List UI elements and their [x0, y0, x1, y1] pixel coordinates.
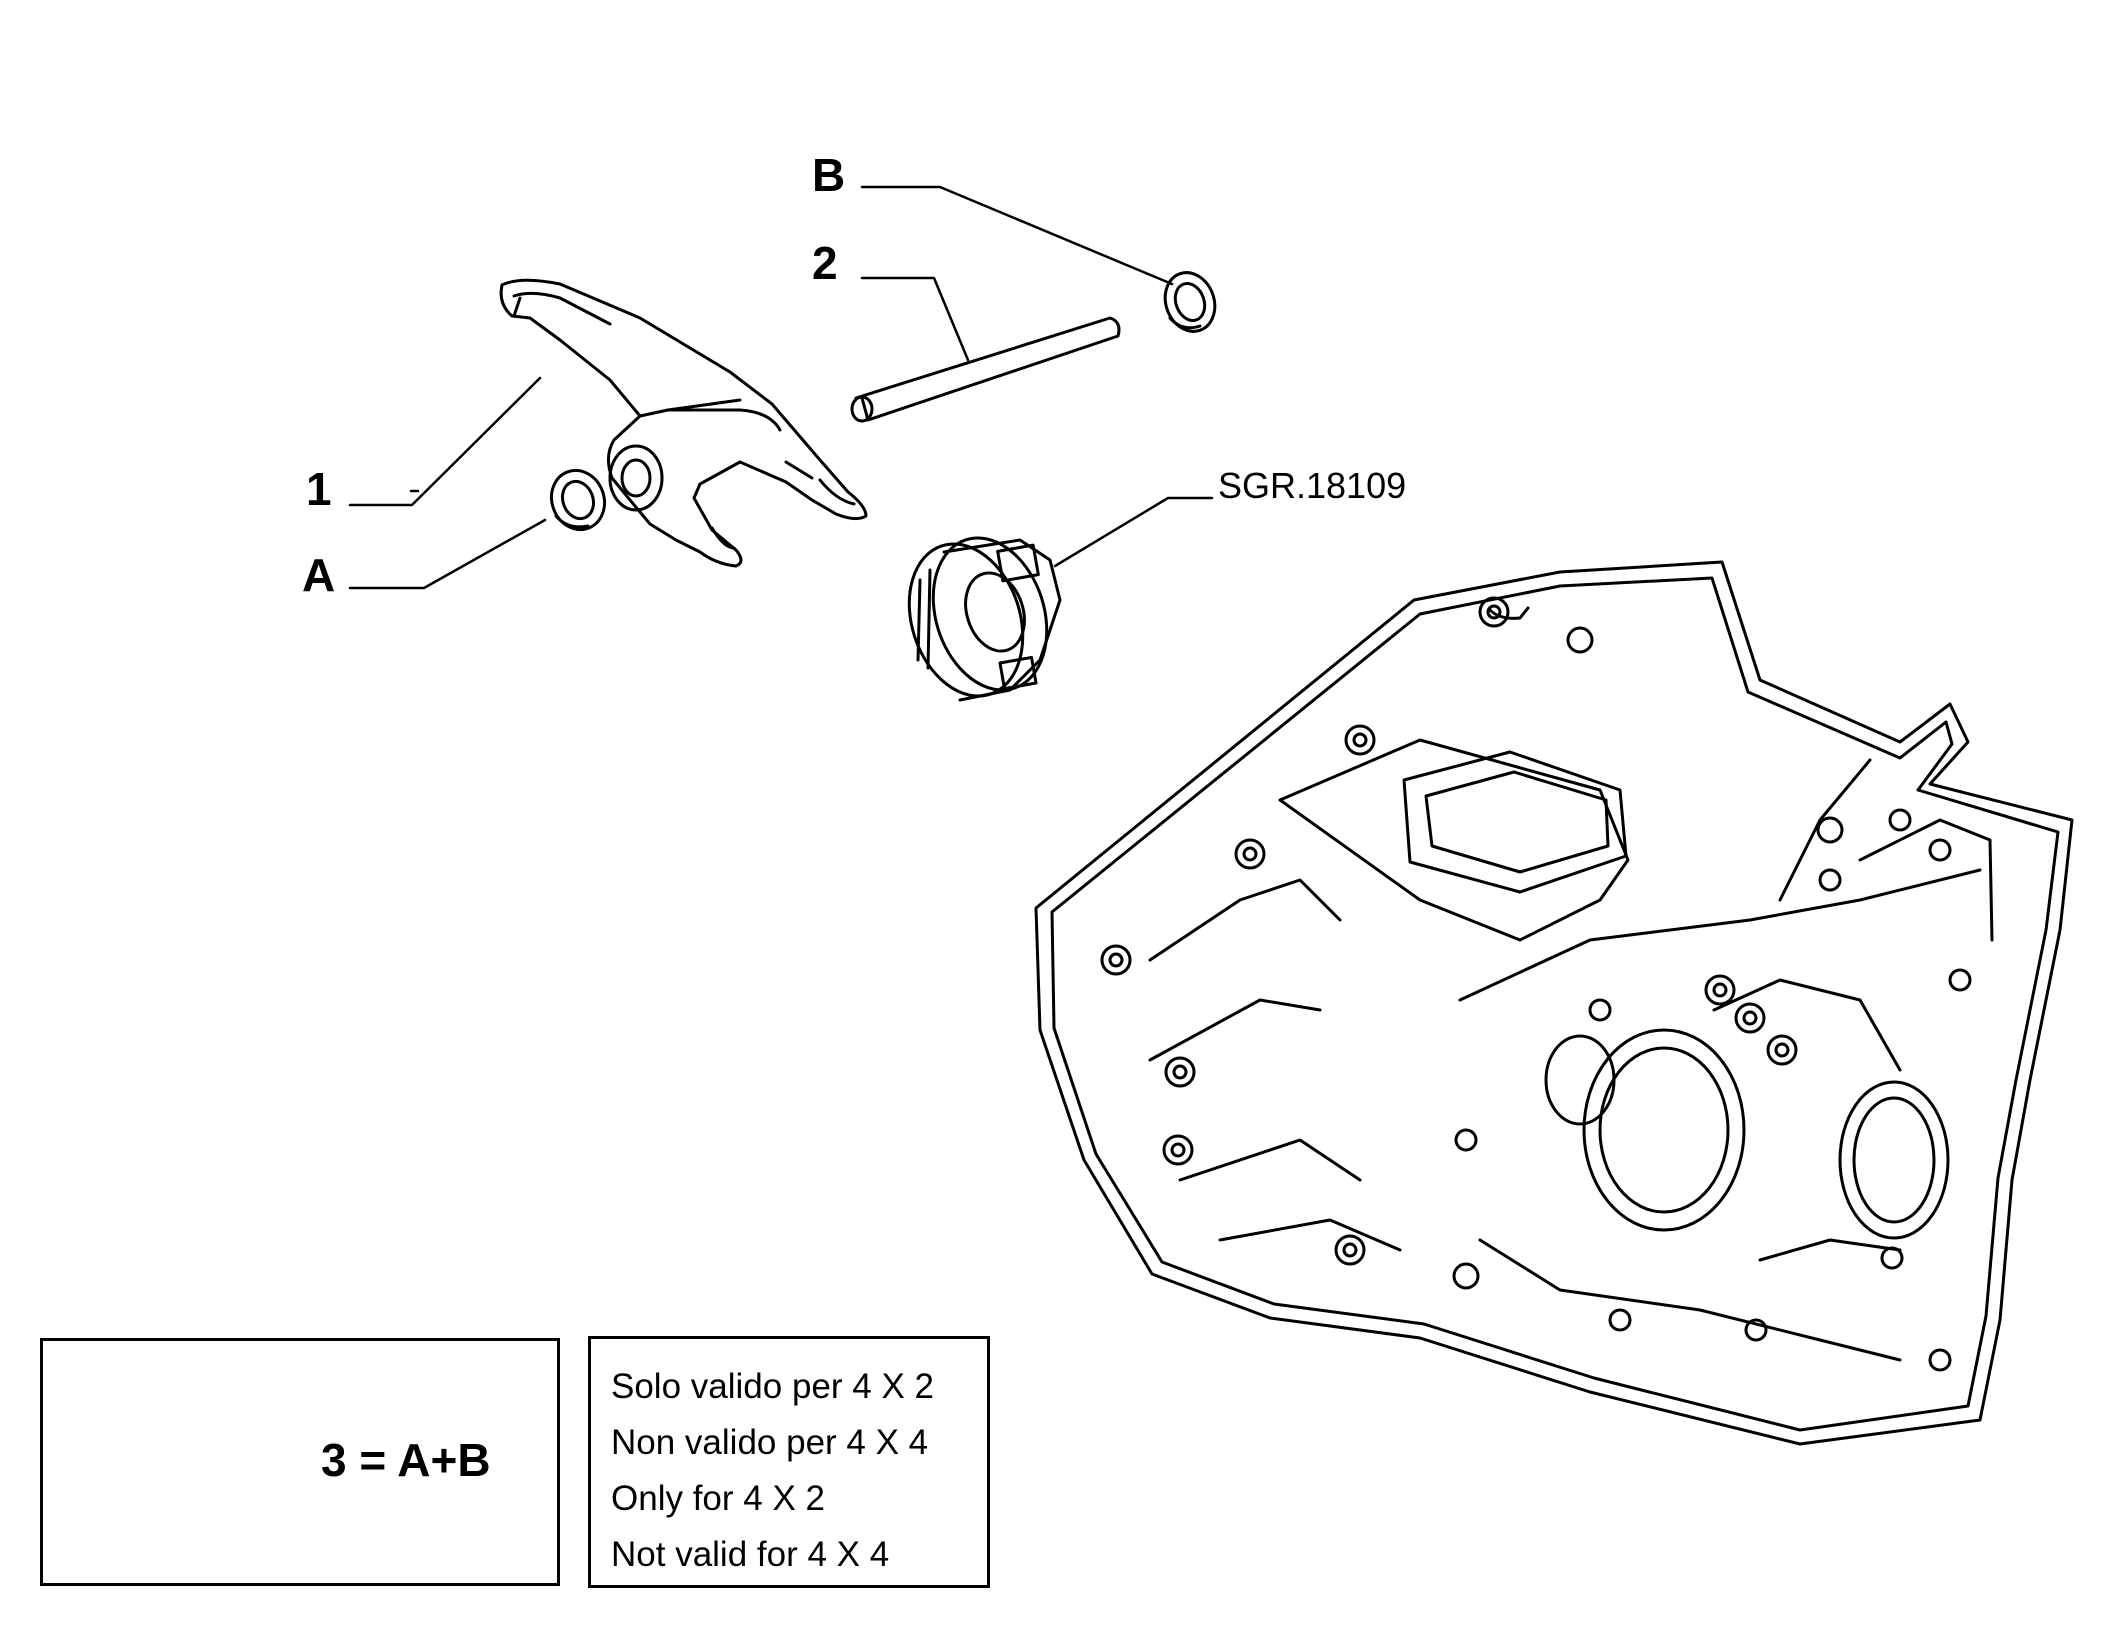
kit-box: 3 = A+B	[40, 1338, 560, 1586]
callout-2: 2	[812, 237, 838, 289]
leader-line-2	[860, 276, 970, 362]
note-line: Only for 4 X 2	[611, 1479, 825, 1518]
leader-lines	[348, 185, 1214, 590]
leader-line-sgr	[1053, 496, 1214, 568]
clutch-fork-1	[499, 278, 868, 568]
pin-2	[850, 316, 1121, 423]
reference-code: SGR.18109	[1218, 465, 1407, 506]
release-bearing	[907, 536, 1062, 702]
note-line: Non valido per 4 X 4	[611, 1423, 929, 1462]
callout-b: B	[812, 149, 846, 201]
callout-a: A	[302, 549, 336, 601]
kit-formula: 3 = A+B	[321, 1434, 491, 1486]
gearbox-housing	[1034, 560, 2074, 1446]
leader-line-1	[348, 376, 542, 507]
washer-b	[1163, 271, 1217, 333]
leader-line-a	[348, 518, 547, 590]
leader-line-b	[860, 185, 1174, 286]
washer-a	[550, 468, 606, 532]
validity-notes-box: Solo valido per 4 X 2 Non valido per 4 X…	[588, 1336, 990, 1588]
note-line: Not valid for 4 X 4	[611, 1535, 890, 1574]
callout-1: 1	[306, 463, 332, 515]
note-line: Solo valido per 4 X 2	[611, 1367, 934, 1406]
